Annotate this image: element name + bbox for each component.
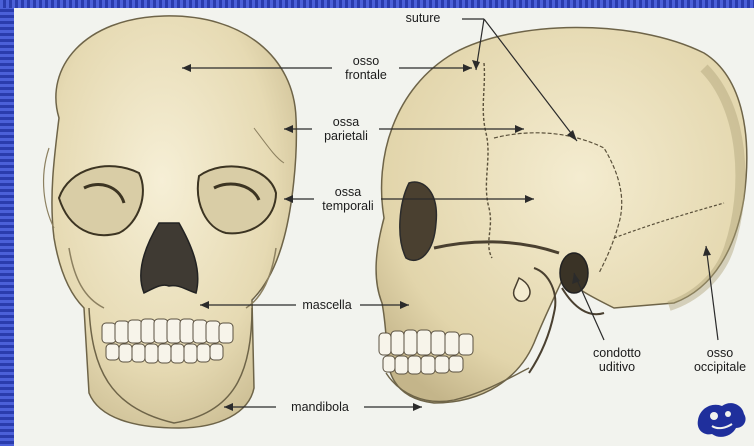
illustration-panel: suture osso frontale ossa parietali ossa… <box>14 8 754 446</box>
front-skull <box>44 16 297 428</box>
label-osso-frontale: osso frontale <box>332 54 400 82</box>
label-mascella: mascella <box>294 298 360 312</box>
label-osso-occipitale: osso occipitale <box>686 346 754 374</box>
label-suture: suture <box>385 11 461 25</box>
label-mandibola: mandibola <box>276 400 364 414</box>
label-condotto-uditivo: condotto uditivo <box>580 346 654 374</box>
label-ossa-temporali: ossa temporali <box>314 185 382 213</box>
anatomy-logo-icon <box>694 396 750 444</box>
label-ossa-parietali: ossa parietali <box>312 115 380 143</box>
